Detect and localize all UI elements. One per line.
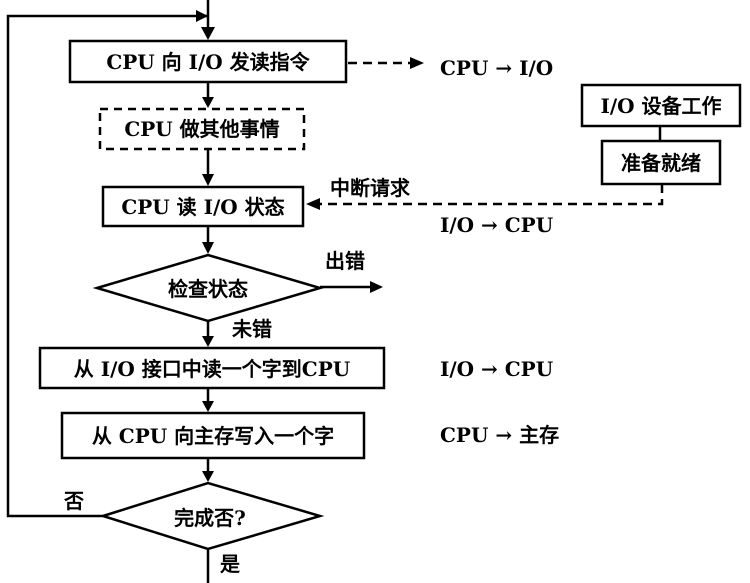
io-to-cpu-flow-2: I/O → CPU [440,357,553,381]
error-label: 出错 [325,249,365,273]
error-arrowhead [370,281,383,293]
cpu-to-io-flow: CPU → I/O [440,56,553,80]
interrupt-request-label: 中断请求 [330,176,411,200]
arrowhead-6 [202,471,214,482]
io-to-cpu-flow-1: I/O → CPU [440,213,553,237]
read-io-status-text: CPU 读 I/O 状态 [121,195,284,219]
yes-label: 是 [219,552,240,576]
send-read-command-box [68,39,348,84]
loop-back-arrowhead [196,10,208,22]
send-read-command-text: CPU 向 I/O 发读指令 [106,50,310,74]
arrowhead-3 [202,242,214,254]
loop-back-connector [6,14,208,518]
done-question-text: 完成否? [174,506,246,530]
device-working-box [580,83,742,128]
read-io-status-box [101,185,305,228]
cpu-to-memory-flow: CPU → 主存 [440,423,559,447]
read-word-box [38,346,386,390]
check-status-text: 检查状态 [168,277,248,301]
no-label: 否 [63,489,84,513]
write-word-text: 从 CPU 向主存写入一个字 [92,424,334,448]
done-diamond [98,481,325,551]
arrowhead-1 [202,97,214,108]
interrupt-arrowhead [306,198,320,210]
device-working-text: I/O 设备工作 [600,94,721,118]
arrowhead-5 [202,401,214,412]
read-word-text: 从 I/O 接口中读一个字到CPU [74,357,350,381]
cpu-other-work-box [98,107,306,151]
check-status-diamond [92,253,325,323]
arrowhead-4 [202,336,214,347]
arrowhead-2 [202,174,214,186]
ready-text: 准备就绪 [621,151,701,175]
cpu-to-io-arrowhead [410,57,424,69]
interrupt-dashed-connector [318,184,664,206]
ready-box [600,139,722,186]
no-error-label: 未错 [232,317,272,341]
entry-arrowhead [201,27,215,40]
write-word-box [60,411,366,460]
cpu-other-work-text: CPU 做其他事情 [124,117,279,141]
